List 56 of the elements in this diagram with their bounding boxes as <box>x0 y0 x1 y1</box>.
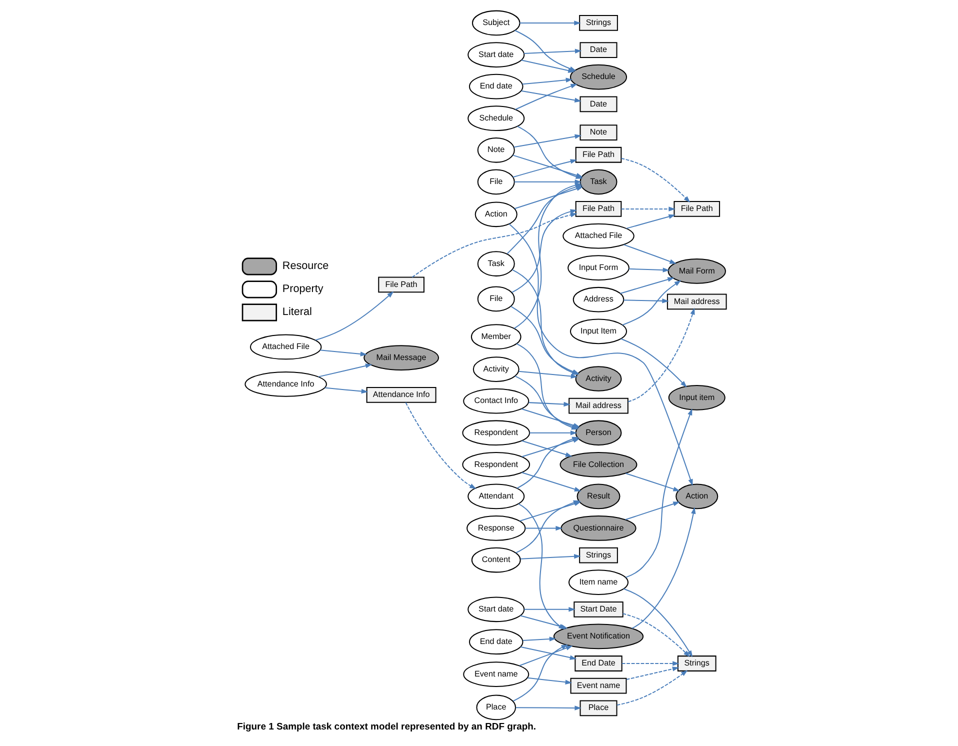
arrow <box>315 291 394 341</box>
arrow <box>620 277 674 294</box>
arrow <box>514 186 584 210</box>
arrow <box>514 180 582 184</box>
arrow <box>520 554 581 560</box>
arrow <box>626 408 692 578</box>
arrow <box>628 308 695 402</box>
arrow <box>524 607 576 612</box>
arrow <box>514 134 582 148</box>
arrow <box>622 613 690 658</box>
arrow <box>522 440 572 457</box>
caption: Figure 1 Sample task context model represented by an RDF graph. <box>237 721 536 732</box>
arrow <box>324 387 368 394</box>
arrow <box>522 636 556 642</box>
arrow <box>624 298 669 304</box>
arrow <box>508 224 693 486</box>
arrow <box>516 706 582 710</box>
arrow <box>626 214 676 229</box>
arrow <box>632 507 696 629</box>
legend-label: Literal <box>282 306 312 318</box>
arrow <box>522 472 582 492</box>
arrow <box>621 158 690 203</box>
arrow <box>512 159 578 178</box>
arrow <box>521 90 582 102</box>
arrow <box>621 206 676 212</box>
arrow <box>412 212 578 278</box>
arrow <box>512 209 578 293</box>
arrow <box>626 666 680 680</box>
arrow <box>519 646 573 666</box>
arrow <box>625 502 680 520</box>
legend-label: Resource <box>282 260 329 272</box>
arrow <box>525 526 562 531</box>
legend-label: Property <box>282 283 324 296</box>
arrow <box>512 154 584 178</box>
arrow <box>320 350 368 356</box>
arrow <box>624 244 676 264</box>
arrow <box>620 338 687 388</box>
arrow <box>524 48 582 54</box>
arrow <box>520 20 581 26</box>
arrow <box>520 646 577 660</box>
arrow <box>528 677 572 684</box>
arrow <box>622 280 682 326</box>
arrow <box>616 670 688 706</box>
arrow <box>622 661 680 666</box>
arrow <box>626 472 680 492</box>
arrow <box>405 402 476 490</box>
arrow <box>522 438 580 458</box>
arrow <box>515 84 578 110</box>
arrow <box>530 430 578 436</box>
arrow <box>521 60 575 73</box>
arrow <box>318 364 372 378</box>
arrow <box>623 588 693 658</box>
arrow <box>522 78 573 85</box>
arrow <box>628 268 670 272</box>
arrow <box>512 644 568 702</box>
arrow <box>528 402 571 407</box>
